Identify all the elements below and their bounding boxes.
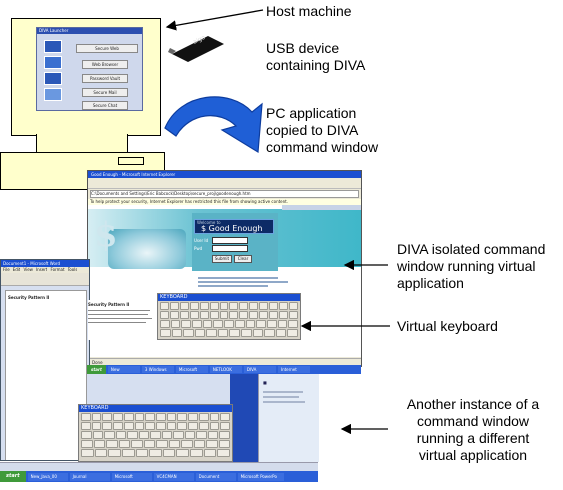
label-virtual-keyboard: Virtual keyboard — [397, 318, 498, 334]
site-top-bar — [282, 205, 361, 210]
word-window: Document1 - Microsoft Word File Edit Vie… — [0, 259, 90, 461]
word-page: Security Pattern II — [5, 290, 87, 460]
host-drive-slot — [118, 157, 144, 165]
password-label: Pwd — [194, 246, 203, 251]
dollar-logo: $ — [94, 215, 118, 255]
word-title-bar: Document1 - Microsoft Word — [1, 260, 89, 267]
clear-button[interactable]: Clear — [234, 255, 252, 263]
site-header-box: Welcome to $ Good Enough — [194, 219, 274, 234]
task-item-1[interactable]: New_Java_00 — [27, 472, 68, 481]
word-menu-tools[interactable]: Tools — [67, 267, 78, 272]
taskbar: start New_Java_00 Journal Microsoft VC4C… — [0, 471, 318, 482]
browser-address-bar[interactable]: C:\Documents and Settings\Eric Babcock\D… — [90, 190, 359, 198]
user-id-input[interactable] — [212, 237, 248, 244]
app-icon-1 — [44, 40, 62, 53]
welcome-text: Welcome to — [197, 220, 221, 225]
submit-button[interactable]: Submit — [212, 255, 232, 263]
browser-title-bar: Good Enough - Microsoft Internet Explore… — [88, 171, 361, 178]
keyboard2-row-2 — [81, 422, 231, 430]
word-menu-format[interactable]: Format — [50, 267, 65, 272]
keyboard-row-2 — [160, 311, 298, 319]
keyboard2-row-4 — [81, 440, 230, 448]
word-menu-view[interactable]: View — [23, 267, 33, 272]
usb-stick-icon: aigo — [168, 34, 224, 62]
keyboard-title-bar: KEYBOARD — [158, 294, 300, 301]
task-item-6[interactable]: Microsoft PowerPo — [237, 472, 284, 481]
keyboard2-row-3 — [81, 431, 230, 439]
word-doc-heading: Security Pattern II — [8, 295, 50, 300]
word-toolbar — [1, 273, 89, 286]
taskbar-inner: start New 3 Windows Microsoft NETLOOK DI… — [87, 365, 361, 374]
label-host-machine: Host machine — [266, 3, 352, 19]
app-icon-2 — [44, 56, 62, 69]
label-isolated-window: DIVA isolated command window running vir… — [397, 241, 546, 291]
keyboard2-row-5 — [81, 449, 231, 457]
task-item-4[interactable]: VC4CMAN — [153, 472, 194, 481]
start-button-inner[interactable]: start — [87, 365, 106, 374]
user-id-label: User Id — [194, 238, 209, 243]
host-screen-icons — [44, 40, 64, 106]
doc-text-block: Security Pattern II — [88, 300, 156, 340]
label-another-instance: Another instance of a command window run… — [406, 396, 540, 463]
browser-info-bar[interactable]: To help protect your security, Internet … — [88, 199, 361, 205]
password-input[interactable] — [212, 245, 248, 252]
host-screen-title: DIVA Launcher — [37, 28, 142, 34]
task-inner-6[interactable]: Internet — [277, 366, 310, 373]
task-item-2[interactable]: Journal — [69, 472, 110, 481]
label-usb-device: USB device containing DIVA — [266, 40, 366, 73]
virtual-keyboard[interactable]: KEYBOARD — [157, 293, 301, 340]
keyboard-row-3 — [160, 320, 298, 328]
arrow-host — [165, 9, 264, 31]
task-item-5[interactable]: Document — [195, 472, 236, 481]
doc-heading-2: Security Pattern II — [88, 302, 130, 307]
browser-toolbar — [88, 178, 361, 189]
page-links — [198, 275, 298, 297]
task-item-3[interactable]: Microsoft — [111, 472, 152, 481]
start-button[interactable]: start — [0, 471, 26, 482]
keyboard-row-4 — [160, 329, 298, 337]
host-btn-3[interactable]: Password Vault — [82, 74, 128, 83]
login-panel: Welcome to $ Good Enough User Id Pwd Sub… — [192, 213, 278, 271]
word-menu-file[interactable]: File — [3, 267, 10, 272]
right-panel: ■ — [258, 374, 319, 462]
keyboard-row-1 — [160, 302, 298, 310]
copy-arrow-icon — [164, 96, 263, 154]
word-drawing-toolbar — [0, 462, 318, 471]
virtual-keyboard-2[interactable]: KEYBOARD — [78, 404, 233, 462]
usb-brand-text: aigo — [192, 34, 207, 46]
task-inner-2[interactable]: 3 Windows — [141, 366, 174, 373]
host-btn-4[interactable]: Secure Mail — [82, 88, 128, 97]
browser-status-bar: Done — [88, 358, 361, 366]
word-menu-edit[interactable]: Edit — [12, 267, 21, 272]
task-inner-1[interactable]: New — [107, 366, 140, 373]
label-pc-application: PC application copied to DIVA command wi… — [266, 105, 379, 155]
app-icon-3 — [44, 72, 62, 85]
host-btn-2[interactable]: Web Browser — [82, 60, 128, 69]
host-btn-1[interactable]: Secure Web — [76, 44, 138, 53]
keyboard-photo — [108, 229, 186, 269]
task-inner-5[interactable]: DIVA — [243, 366, 276, 373]
app-icon-4 — [44, 88, 62, 101]
word-menu-insert[interactable]: Insert — [35, 267, 48, 272]
word-menu-bar: File Edit View Insert Format Tools — [1, 267, 89, 273]
keyboard2-title-bar: KEYBOARD — [79, 405, 232, 412]
task-inner-4[interactable]: NETLOOK — [209, 366, 242, 373]
task-inner-3[interactable]: Microsoft — [175, 366, 208, 373]
keyboard2-row-1 — [81, 413, 231, 421]
host-btn-5[interactable]: Secure Chat — [82, 101, 128, 110]
window-frame-strip — [230, 374, 258, 462]
site-header: $ Good Enough — [201, 224, 263, 233]
